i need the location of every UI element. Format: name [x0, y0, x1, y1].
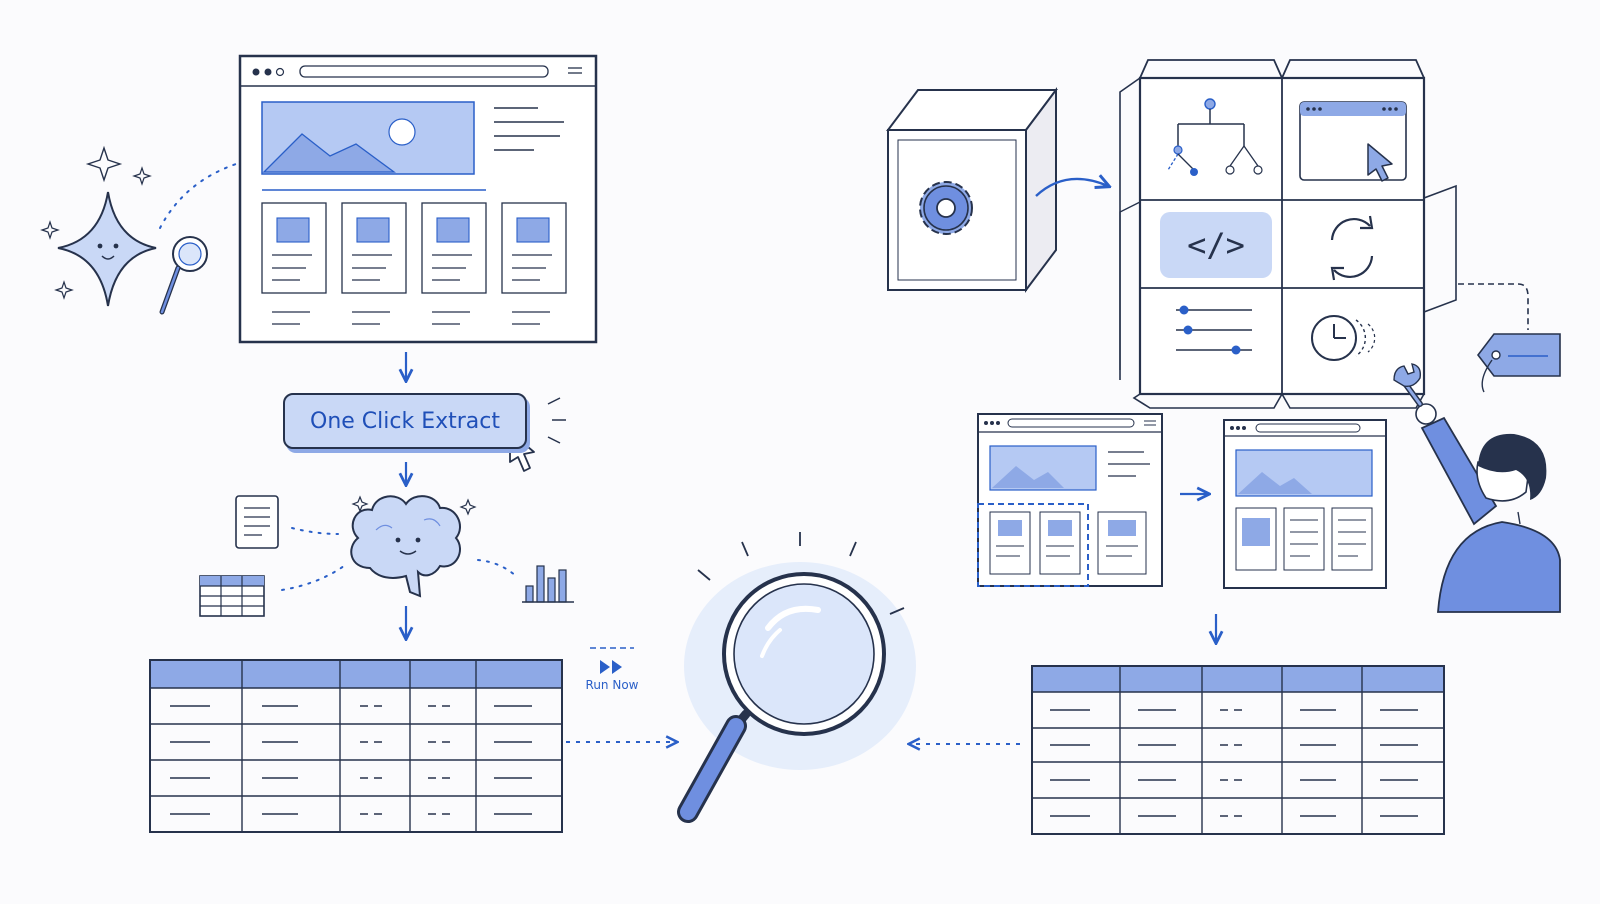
document-icon [235, 495, 279, 549]
extracted-table-right [1031, 665, 1445, 835]
svg-text:</>: </> [1187, 226, 1245, 264]
inspect-magnifier-icon [677, 532, 916, 823]
one-click-extract-button[interactable]: One Click Extract [283, 393, 527, 449]
hero-image-icon [261, 101, 475, 175]
person-illustration [1415, 403, 1561, 613]
product-cards [261, 202, 567, 294]
browser-window-icon [1299, 101, 1407, 182]
bar-chart-icon [522, 565, 574, 603]
refresh-icon [1330, 215, 1374, 281]
gear-icon [919, 181, 973, 235]
extracted-table-left [149, 659, 563, 833]
brain-icon [350, 495, 477, 598]
tag-icon [1476, 333, 1561, 393]
source-webpage-mockup [238, 54, 598, 344]
spreadsheet-icon [199, 575, 265, 617]
tree-icon [1167, 98, 1263, 176]
run-now-control[interactable] [590, 647, 634, 674]
clock-icon [1311, 315, 1376, 361]
wrench-icon [1393, 363, 1423, 407]
fast-forward-icon[interactable] [600, 660, 622, 674]
sparkle-mascot-icon [40, 145, 157, 307]
sliders-icon [1176, 305, 1252, 355]
selector-webpage-before [977, 413, 1163, 587]
server-box-icon [886, 87, 1058, 293]
magnifier-icon [159, 236, 208, 315]
run-now-label[interactable]: Run Now [585, 678, 639, 692]
code-icon: </> [1160, 212, 1272, 278]
selector-webpage-after [1223, 419, 1387, 589]
